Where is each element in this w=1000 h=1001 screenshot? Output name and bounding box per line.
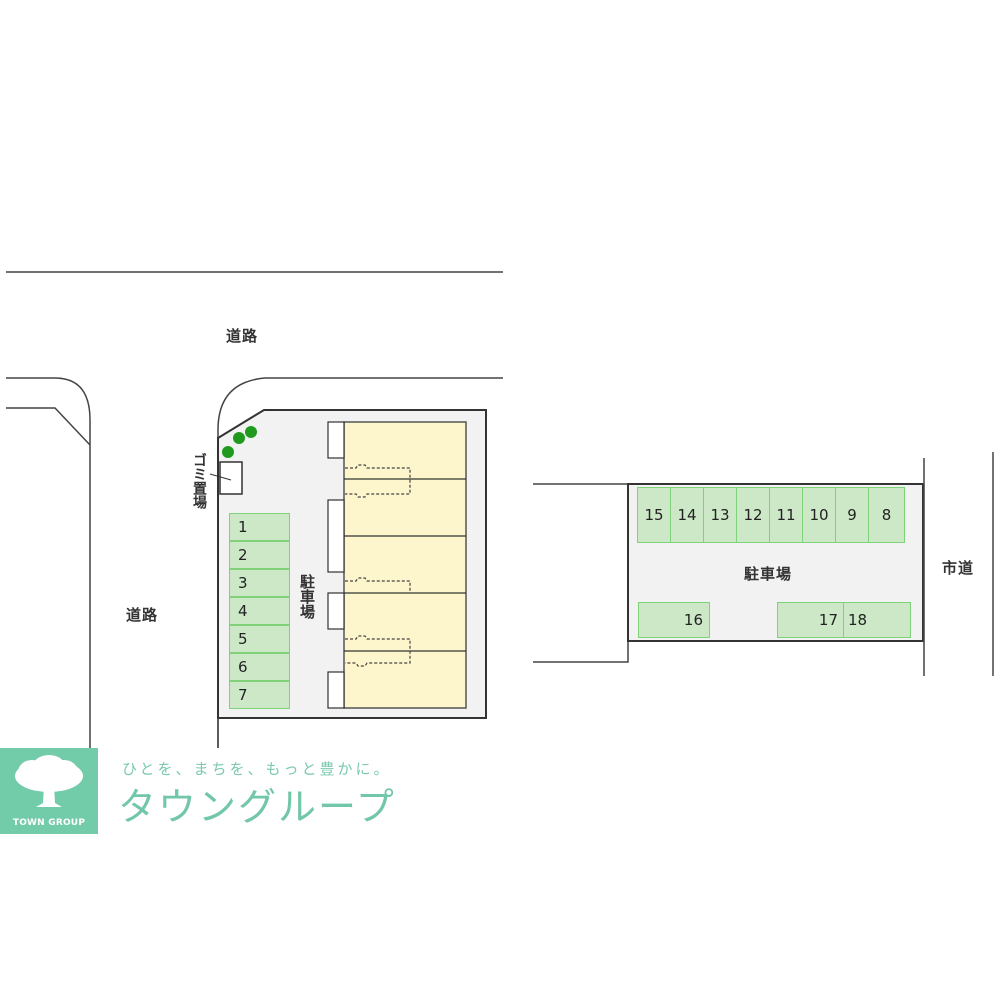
town-group-logo: TOWN GROUP: [0, 748, 98, 834]
parking-slot[interactable]: 16: [638, 602, 710, 638]
parking-slot[interactable]: 1: [229, 513, 290, 541]
parking-slot[interactable]: 12: [736, 487, 770, 543]
road-label-left: 道路: [126, 606, 159, 624]
logo-caption: TOWN GROUP: [12, 818, 86, 828]
brand-tagline: ひとを、まちを、もっと豊かに。: [122, 760, 392, 778]
tree-icon: [233, 432, 245, 444]
building: [343, 421, 467, 709]
parking-slot[interactable]: 17: [777, 602, 844, 638]
parking-slot[interactable]: 3: [229, 569, 290, 597]
sidewalk-edge-left: [6, 407, 91, 446]
parking-slot[interactable]: 11: [769, 487, 803, 543]
garbage-area-box: [219, 461, 243, 495]
garbage-area-label: ゴミ置場: [191, 453, 207, 509]
parking-label-left: 駐車場: [298, 574, 316, 619]
parking-slot[interactable]: 8: [868, 487, 905, 543]
city-road-label: 市道: [942, 559, 975, 577]
tree-icon: [222, 446, 234, 458]
parking-slot[interactable]: 14: [670, 487, 704, 543]
tree-logo-icon: [15, 755, 83, 807]
parking-slot[interactable]: 2: [229, 541, 290, 569]
road-label-top: 道路: [226, 327, 259, 345]
parking-slot[interactable]: 13: [703, 487, 737, 543]
parking-slot[interactable]: 4: [229, 597, 290, 625]
brand-name: タウングループ: [118, 785, 396, 829]
road-edge-left-block: [6, 377, 91, 748]
parking-slot[interactable]: 5: [229, 625, 290, 653]
parking-slot[interactable]: 18: [843, 602, 911, 638]
parking-slot[interactable]: 7: [229, 681, 290, 709]
parking-label-right: 駐車場: [744, 565, 793, 583]
parking-slot[interactable]: 15: [637, 487, 671, 543]
tree-icon: [245, 426, 257, 438]
parking-slot[interactable]: 9: [835, 487, 869, 543]
parking-slot[interactable]: 6: [229, 653, 290, 681]
road-edge-right-block: [217, 377, 503, 748]
parking-slot[interactable]: 10: [802, 487, 836, 543]
